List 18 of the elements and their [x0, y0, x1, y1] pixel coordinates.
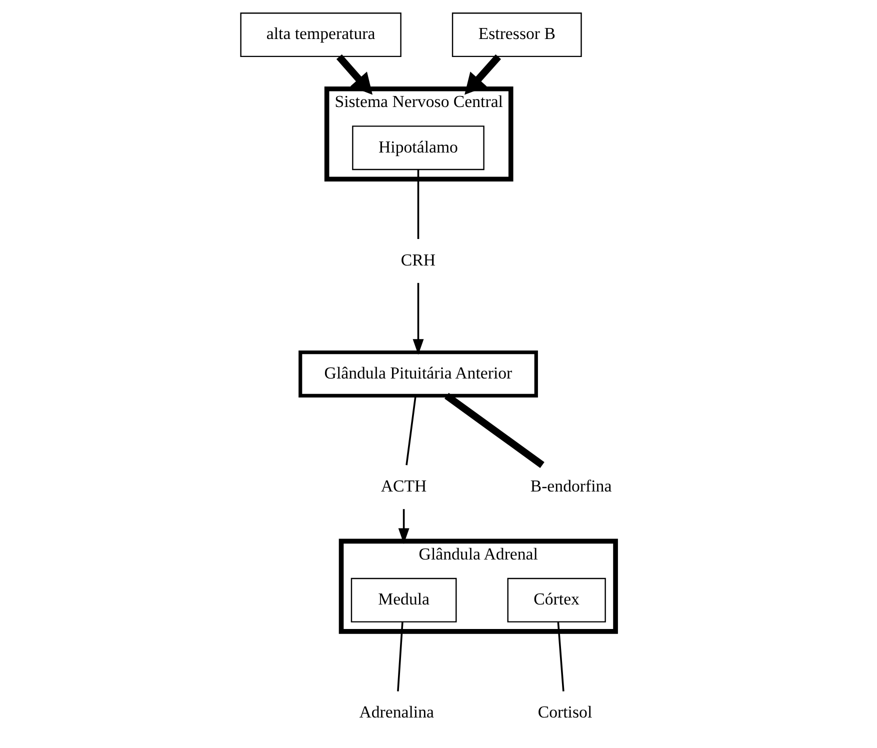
node-text: B-endorfina: [530, 476, 612, 496]
connector: [405, 396, 416, 466]
node-text: ACTH: [380, 476, 426, 496]
node-box: Córtex: [506, 578, 606, 622]
node-box: Glândula Pituitária Anterior: [298, 350, 538, 398]
node-box: Medula: [350, 578, 456, 622]
arrow: [398, 509, 409, 544]
connector: [416, 170, 419, 239]
node-box: Hipotálamo: [352, 126, 484, 170]
node-box: alta temperatura: [240, 12, 401, 58]
connector: [556, 622, 564, 692]
node-text: Cortisol: [537, 702, 592, 722]
arrow: [412, 282, 424, 355]
node-text: Adrenalina: [358, 702, 434, 722]
connector: [444, 392, 544, 468]
connector: [396, 622, 403, 692]
node-box: Estressor B: [451, 12, 582, 58]
node-text: CRH: [400, 250, 436, 270]
